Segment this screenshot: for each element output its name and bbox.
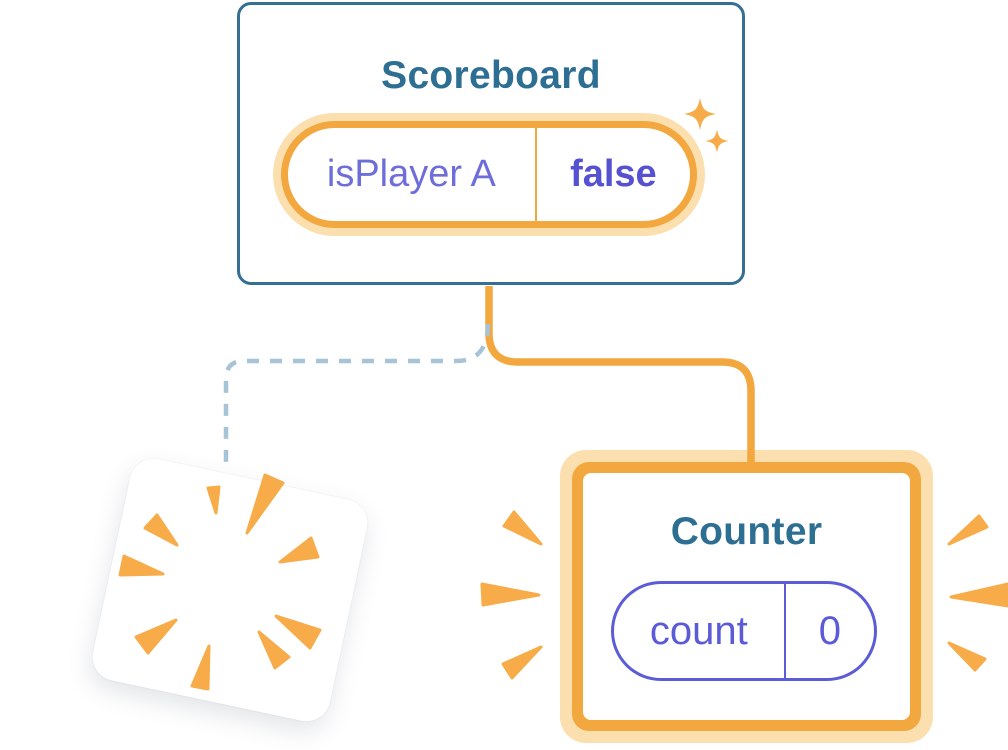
scoreboard-state-pill: isPlayer A false (273, 113, 705, 236)
emphasis-mark (501, 645, 543, 680)
parent-counter-connector (485, 286, 755, 465)
destroyed-branch-connector-dashed (223, 323, 491, 462)
counter-state-pill: count 0 (611, 581, 877, 681)
scoreboard-card: Scoreboard isPlayer A false (237, 2, 745, 285)
emphasis-mark (480, 582, 541, 607)
counter-state-value: 0 (783, 584, 874, 678)
counter-card-body: Counter count 0 (583, 473, 910, 720)
emphasis-mark (502, 510, 543, 546)
scoreboard-title: Scoreboard (381, 54, 601, 97)
destroyed-card (88, 454, 372, 726)
emphasis-mark (947, 514, 989, 546)
counter-emphasis-right (947, 514, 1008, 672)
scoreboard-state-key: isPlayer A (326, 153, 496, 195)
counter-card-ring: Counter count 0 (572, 462, 921, 731)
emphasis-mark (949, 582, 1008, 608)
counter-state-key: count (649, 608, 748, 653)
counter-emphasis-left (480, 510, 543, 680)
scoreboard-state-value: false (534, 128, 690, 221)
scoreboard-state-pill-ring: isPlayer A false (281, 121, 697, 228)
counter-card: Counter count 0 (560, 450, 933, 743)
counter-title: Counter (670, 510, 823, 553)
scoreboard-state-pill-body: isPlayer A false (288, 128, 690, 221)
emphasis-mark (947, 641, 987, 672)
